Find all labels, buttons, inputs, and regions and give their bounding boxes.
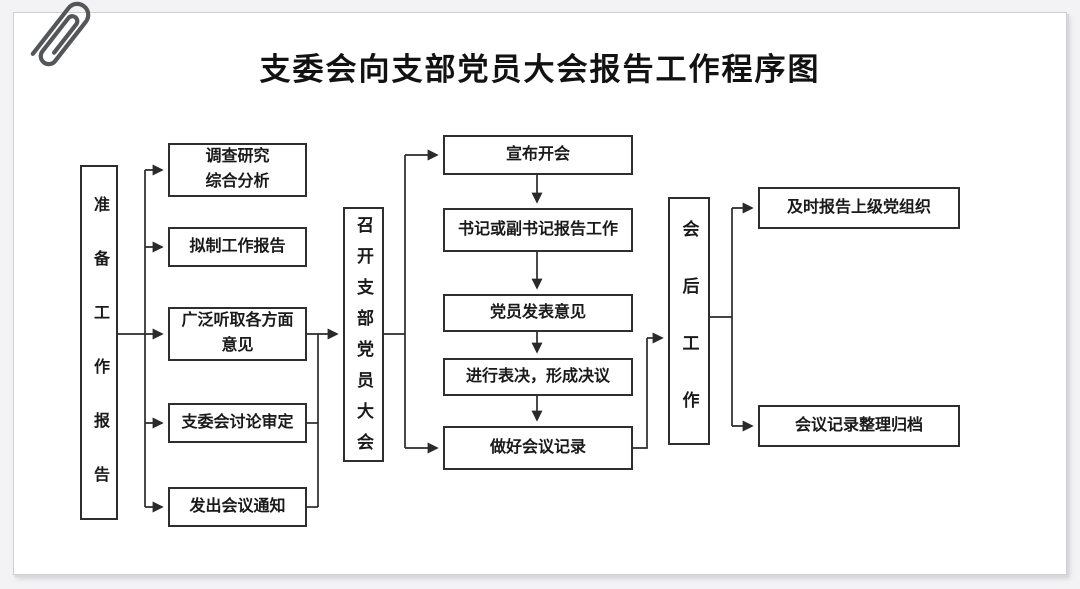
step-vote-form-resolution-box: 进行表决，形成决议	[443, 358, 633, 396]
step-report-to-higher-party-org-box: 及时报告上级党组织	[758, 187, 960, 229]
page-title: 支委会向支部党员大会报告工作程序图	[259, 52, 821, 87]
step-investigate-analyze-box: 调查研究 综合分析	[168, 143, 307, 197]
step-issue-meeting-notice-box: 发出会议通知	[168, 487, 307, 527]
stage-prepare-work-report-box: 准备工作报告	[80, 165, 118, 520]
step-members-express-opinions-box: 党员发表意见	[443, 294, 633, 332]
step-committee-review-box: 支委会讨论审定	[168, 403, 307, 443]
paper-card	[13, 12, 1067, 575]
step-draft-work-report-box: 拟制工作报告	[168, 227, 307, 267]
step-solicit-opinions-box: 广泛听取各方面 意见	[168, 307, 307, 361]
step-archive-meeting-minutes-box: 会议记录整理归档	[758, 405, 960, 447]
step-secretary-reports-work-box: 书记或副书记报告工作	[443, 208, 633, 252]
step-announce-meeting-open-box: 宣布开会	[443, 135, 633, 175]
step-keep-meeting-minutes-box: 做好会议记录	[443, 426, 633, 470]
stage-convene-branch-assembly-box: 召开支部党员大会	[343, 207, 384, 464]
stage-after-meeting-work-box: 会后工作	[668, 197, 710, 448]
paperclip-icon	[30, 1, 91, 67]
